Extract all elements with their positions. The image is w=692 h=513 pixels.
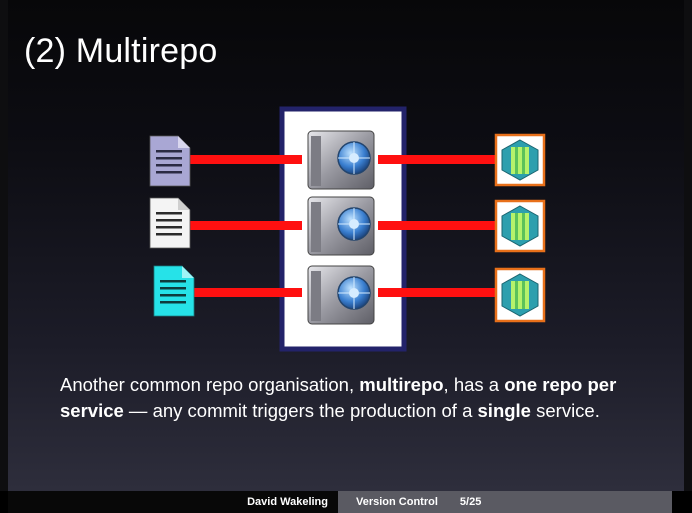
document-icon [153,265,195,317]
document-icon [149,135,191,187]
connector-right [378,288,496,297]
multirepo-diagram [149,106,546,352]
vault-icon [307,130,375,190]
body-text-2: , has a [443,374,505,395]
connector-left [190,221,302,230]
slide-footer: David Wakeling Version Control 5/25 [0,491,692,513]
connector-right [378,155,496,164]
row-3 [153,265,546,325]
body-bold-one-repo-per-service: one repo per service [60,374,617,421]
body-bold-single: single [477,400,531,421]
footer-author: David Wakeling [8,491,338,513]
page-number: 5/25 [459,496,482,508]
body-bold-multirepo: multirepo [359,374,444,395]
body-text-1: Another common repo organisation, [60,374,360,395]
connector-right [378,221,496,230]
service-hexagon-icon [494,199,546,253]
row-2 [149,196,546,256]
vault-icon [307,265,375,325]
service-hexagon-icon [494,133,546,187]
body-text-4: service. [530,400,600,421]
slide-body-text: Another common repo organisation, multir… [60,372,640,424]
slide-title: (2) Multirepo [24,32,218,70]
footer-section: Version Control [356,496,438,508]
footer-info: Version Control 5/25 [338,491,672,513]
row-1 [149,130,546,190]
service-hexagon-icon [494,267,546,323]
body-text-3: — any commit triggers the production of … [123,400,478,421]
connector-left [190,155,302,164]
connector-left [190,288,302,297]
document-icon [149,197,191,249]
vault-icon [307,196,375,256]
slide: (2) Multirepo [8,0,684,491]
author-name: David Wakeling [247,496,328,508]
